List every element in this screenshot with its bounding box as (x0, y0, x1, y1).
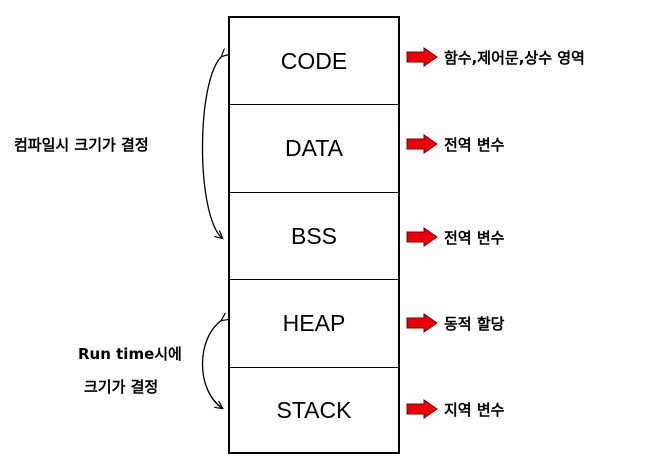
desc-heap-text: 동적 할당 (444, 314, 505, 333)
desc-stack-text: 지역 변수 (444, 400, 505, 419)
segment-data: DATA (230, 105, 398, 193)
right-arrow-icon (406, 227, 438, 247)
desc-heap: 동적 할당 (406, 311, 504, 335)
runtime-label-line2: 크기가 결정 (84, 378, 159, 396)
desc-bss: 전역 변수 (406, 225, 504, 249)
right-arrow-icon (406, 399, 438, 419)
compile-time-label: 컴파일시 크기가 결정 (14, 136, 149, 154)
right-arrow-icon (406, 47, 438, 67)
runtime-bracket-arrow (202, 320, 223, 408)
compile-time-bracket-arrow (201, 56, 223, 238)
segment-bss: BSS (230, 193, 398, 280)
desc-code-text: 함수,제어문,상수 영역 (444, 48, 585, 67)
right-arrow-icon (406, 134, 438, 154)
desc-code: 함수,제어문,상수 영역 (406, 45, 585, 69)
segment-stack: STACK (276, 396, 352, 423)
desc-stack: 지역 변수 (406, 397, 504, 421)
segment-heap: HEAP (230, 280, 398, 368)
desc-data-text: 전역 변수 (444, 135, 505, 154)
runtime-label-line1: Run time시에 (78, 345, 182, 363)
desc-bss-text: 전역 변수 (444, 228, 505, 247)
desc-data: 전역 변수 (406, 132, 504, 156)
right-arrow-icon (406, 313, 438, 333)
segment-code: CODE (230, 18, 398, 105)
